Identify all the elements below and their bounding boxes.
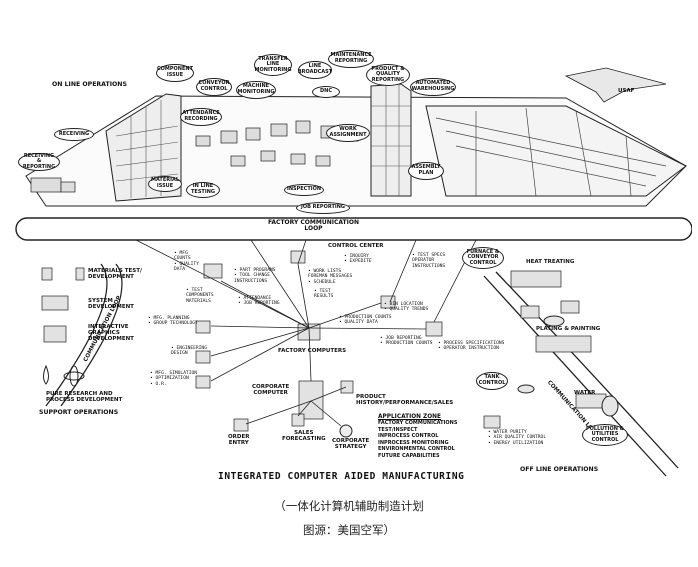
- factory-computers-label: FACTORY COMPUTERS: [278, 348, 347, 354]
- plating-painting-label: PLATING & PAINTING: [536, 326, 601, 332]
- part-programs-info: • PART PROGRAMS • TOOL CHANGE INSTRUCTIO…: [234, 268, 276, 284]
- automated-warehousing-bubble: AUTOMATED WAREHOUSING: [410, 78, 456, 96]
- job-production-info: • JOB REPORTING • PRODUCTION COUNTS: [380, 336, 433, 347]
- materials-test-label: MATERIALS TEST/ DEVELOPMENT: [88, 268, 142, 280]
- dnc-bubble: DNC: [312, 86, 340, 98]
- inspection-bubble: INSPECTION: [284, 184, 324, 196]
- application-zone-item: FUTURE CAPABILITIES: [378, 452, 440, 459]
- heat-treating-label: HEAT TREATING: [526, 259, 575, 265]
- production-counts-info: • PRODUCTION COUNTS • QUALITY DATA: [339, 315, 392, 326]
- line-broadcast-bubble: LINE BROADCAST: [298, 61, 332, 79]
- usaf-label: USAF: [618, 88, 635, 94]
- work-lists-info: • WORK LISTS FOREMAN MESSAGES • SCHEDULE: [308, 269, 353, 285]
- assembly-plan-bubble: ASSEMBLY PLAN: [408, 162, 444, 180]
- attendance-job-info: • ATTENDANCE • JOB REPORTING: [238, 296, 280, 307]
- application-zone-title: APPLICATION ZONE: [378, 414, 441, 420]
- corporate-computer-label: CORPORATE COMPUTER: [252, 384, 290, 396]
- process-specs-info: • PROCESS SPECIFICATIONS • OPERATOR INST…: [438, 341, 505, 352]
- sales-forecasting-label: SALES FORECASTING: [282, 430, 326, 442]
- on-line-operations-label: ON LINE OPERATIONS: [52, 81, 127, 88]
- caption-line-1: （一体化计算机辅助制造计划: [274, 499, 424, 513]
- application-zone-item: INPROCESS CONTROL: [378, 433, 439, 440]
- interactive-graphics-label: INTERACTIVE GRAPHICS DEVELOPMENT: [88, 324, 134, 342]
- mfg-counts-info: • MFG COUNTS • QUALITY DATA: [174, 251, 199, 272]
- corporate-strategy-label: CORPORATE STRATEGY: [332, 438, 370, 450]
- material-issue-bubble: MATERIAL ISSUE: [148, 176, 182, 192]
- control-center-label: CONTROL CENTER: [328, 243, 384, 249]
- diagram-title: INTEGRATED COMPUTER AIDED MANUFACTURING: [218, 471, 465, 482]
- factory-communication-loop-label: FACTORY COMMUNICATION LOOP: [268, 219, 359, 232]
- water-purity-info: • WATER PURITY • AIR QUALITY CONTROL • E…: [488, 430, 547, 446]
- maintenance-reporting-bubble: MAINTENANCE REPORTING: [328, 50, 374, 68]
- in-line-testing-bubble: IN LINE TESTING: [186, 182, 220, 198]
- test-components-info: • TEST COMPONENTS MATERIALS: [186, 288, 214, 304]
- work-assignment-bubble: WORK ASSIGNMENT: [326, 124, 370, 142]
- off-line-operations-label: OFF LINE OPERATIONS: [520, 466, 599, 473]
- water-label: WATER: [574, 390, 596, 396]
- application-zone-item: TEST/INSPECT: [378, 426, 418, 433]
- mfg-planning-info: • MFG. PLANNING • GROUP TECHNOLOGY: [148, 316, 198, 327]
- product-history-label: PRODUCT HISTORY/PERFORMANCE/SALES: [356, 394, 454, 406]
- order-entry-label: ORDER ENTRY: [228, 434, 250, 446]
- conveyor-control-bubble: CONVEYOR CONTROL: [196, 78, 232, 96]
- mfg-simulation-info: • MFG. SIMULATION • OPTIMIZATION • O.R.: [150, 371, 198, 387]
- engineering-info: • ENGINEERING DESIGN: [171, 346, 207, 357]
- pure-research-label: PURE RESEARCH AND PROCESS DEVELOPMENT: [46, 391, 123, 403]
- attendance-recording-bubble: ATTENDANCE RECORDING: [180, 108, 222, 126]
- caption-line-2: 图源：美国空军）: [303, 523, 395, 537]
- tank-control-bubble: TANK CONTROL: [476, 372, 508, 390]
- receiving-reporting-bubble: RECEIVING & REPORTING: [18, 153, 60, 171]
- application-zone-item: FACTORY COMMUNICATIONS: [378, 420, 458, 426]
- application-zone-item: INPROCESS MONITORING: [378, 439, 449, 446]
- application-zone-item: ENVIRONMENTAL CONTROL: [378, 446, 455, 453]
- component-issue-bubble: COMPONENT ISSUE: [156, 64, 194, 82]
- inquiry-info: • INQUIRY • EXPEDITE: [344, 254, 372, 265]
- furnace-conveyor-control-bubble: FURNACE & CONVEYOR CONTROL: [462, 247, 504, 269]
- machine-monitoring-bubble: MACHINE MONITORING: [236, 81, 276, 99]
- illustration-drawing: [15, 67, 692, 477]
- system-development-label: SYSTEM DEVELOPMENT: [88, 298, 134, 310]
- receiving-bubble: RECEIVING: [54, 128, 94, 141]
- icam-illustration: ON LINE OPERATIONS OFF LINE OPERATIONS S…: [6, 6, 692, 490]
- pollution-utilities-control-bubble: POLLUTION & UTILITIES CONTROL: [582, 424, 628, 446]
- support-operations-label: SUPPORT OPERATIONS: [39, 409, 119, 416]
- transfer-line-monitoring-bubble: TRANSFER LINE MONITORING: [254, 54, 292, 76]
- bin-location-info: • BIN LOCATION • QUALITY TRENDS: [384, 302, 429, 313]
- job-reporting-bubble: JOB REPORTING: [296, 202, 350, 214]
- product-quality-reporting-bubble: PRODUCT & QUALITY REPORTING: [366, 64, 410, 86]
- test-results-info: • TEST RESULTS: [314, 289, 334, 300]
- test-specs-info: • TEST SPECS OPERATOR INSTRUCTIONS: [412, 253, 446, 269]
